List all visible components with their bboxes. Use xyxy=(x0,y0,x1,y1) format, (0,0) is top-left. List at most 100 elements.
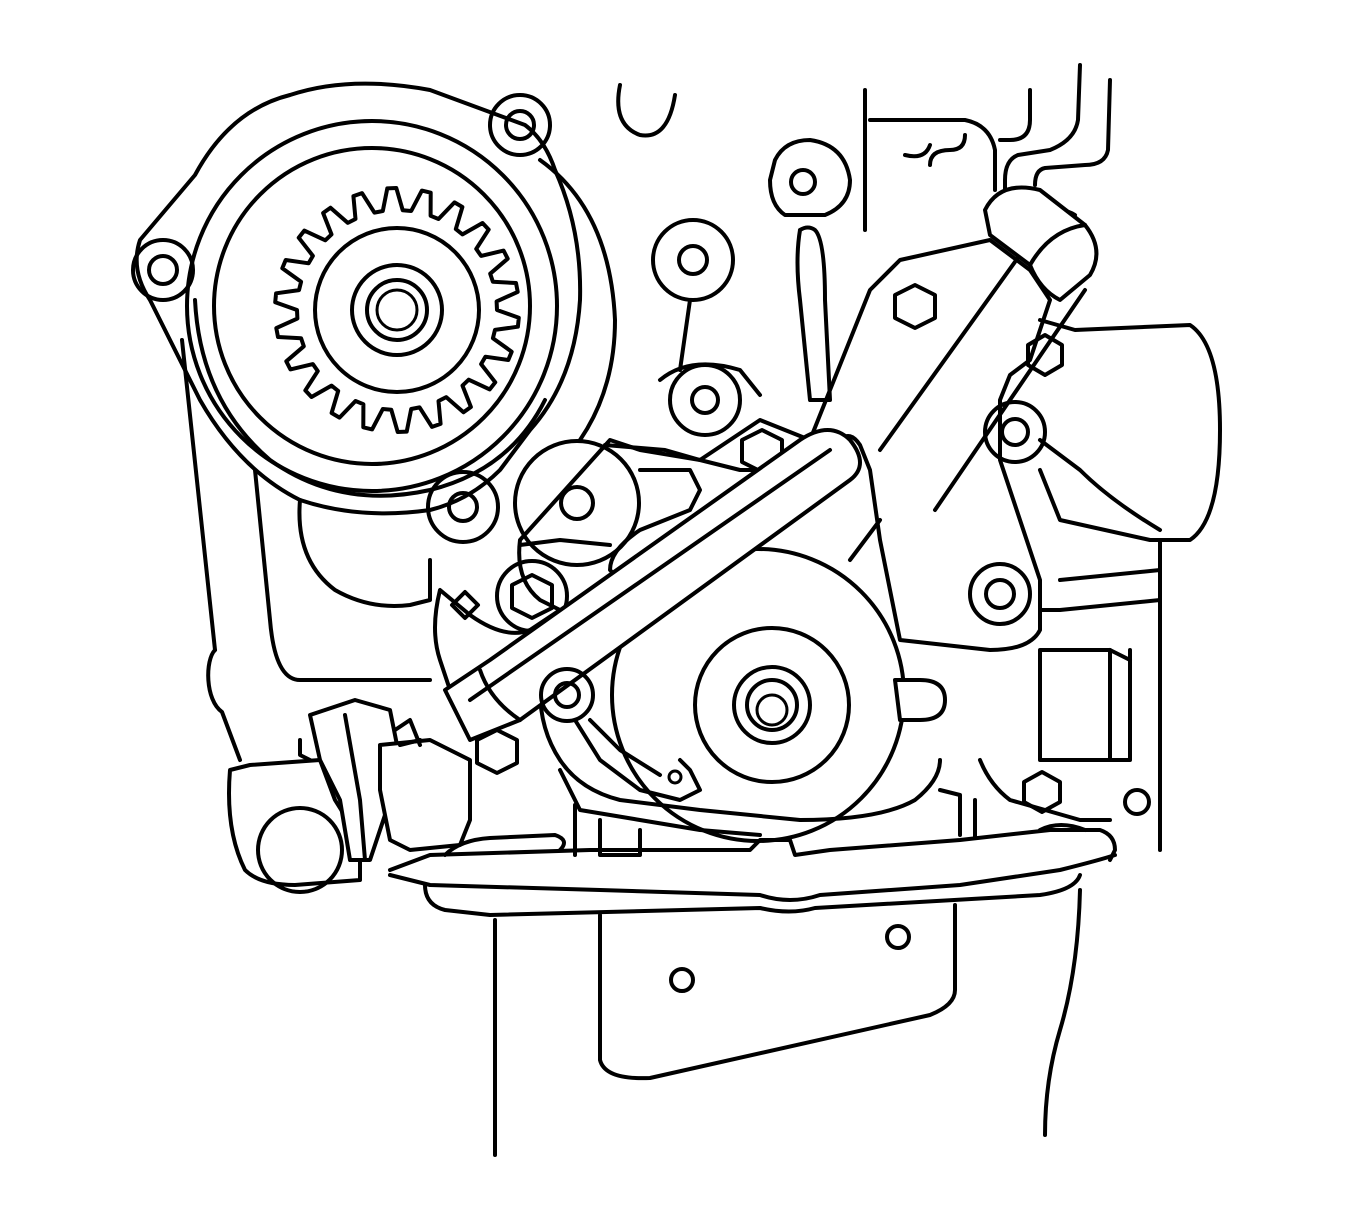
pan-left-stud xyxy=(573,803,642,857)
oil-pump-pickup-tube xyxy=(443,185,1099,742)
oil-pan xyxy=(388,788,1117,1157)
pump-right-step-2 xyxy=(1058,568,1162,582)
pump-right-arm-inner xyxy=(1038,438,1162,532)
linkage-arm xyxy=(573,718,702,802)
boss-right-lower xyxy=(968,562,1032,626)
housing-bolt-top xyxy=(504,109,536,141)
pump-seal-bore xyxy=(745,678,799,732)
bolt-far-right xyxy=(1123,788,1151,816)
sensor-connector xyxy=(378,738,472,852)
pickup-tube-centerline xyxy=(468,448,832,702)
boss-mid xyxy=(668,363,742,437)
block-right-top-edge xyxy=(863,88,997,232)
sensor-bracket-hole xyxy=(256,806,344,894)
boss-upper-middle xyxy=(651,218,735,302)
pan-right-wall xyxy=(1043,888,1082,1137)
bolt-mid xyxy=(690,385,720,415)
pan-flange-top xyxy=(388,828,1117,872)
sprocket-bore-ring xyxy=(350,263,444,357)
pan-plate-hole-right xyxy=(885,924,911,950)
pump-lower-step xyxy=(1038,648,1112,762)
pan-flange-edge xyxy=(423,873,1082,917)
pump-right-arm xyxy=(1038,318,1222,542)
block-inner-left-contour xyxy=(180,338,217,652)
sensor-plate xyxy=(298,738,312,762)
pump-seal-inner xyxy=(732,665,812,745)
hex-bolt-upper xyxy=(893,283,937,330)
housing-bolt-boss-top xyxy=(488,93,552,157)
pump-right-step xyxy=(1038,598,1162,612)
bolt-right-lower xyxy=(984,578,1016,610)
pan-gasket-rail xyxy=(443,833,566,857)
linkage-arm-lower xyxy=(558,768,762,837)
engine-block xyxy=(180,63,1162,852)
housing-inner-ring xyxy=(193,298,547,498)
sensor-body-face xyxy=(343,713,367,862)
block-small-hook xyxy=(903,133,967,167)
hex-bolt-right-top xyxy=(1026,333,1064,377)
pump-seal-outer xyxy=(693,626,851,784)
pan-right-bracket xyxy=(938,788,977,840)
pump-linkage xyxy=(539,667,762,837)
bolt-upper-right xyxy=(789,168,817,196)
pump-lower-right xyxy=(1108,648,1132,762)
idler-pulley-body xyxy=(513,439,641,567)
housing-right-lobe xyxy=(538,158,617,472)
bolt-upper-middle xyxy=(677,244,709,276)
pan-flange-bottom xyxy=(388,853,1117,902)
housing-bolt-boss-left xyxy=(131,238,195,302)
linkage-pivot xyxy=(553,681,581,709)
block-right-rail-2 xyxy=(1033,78,1112,187)
pickup-tube-cap xyxy=(983,185,1099,302)
idler-pulley xyxy=(513,439,641,567)
sensor-wire-lead xyxy=(393,718,422,747)
boss-lower-left xyxy=(426,470,500,544)
hex-bolt-left xyxy=(510,573,554,620)
bolt-lower-left xyxy=(447,491,479,523)
linkage-tip xyxy=(667,769,683,785)
pump-housing-bottom xyxy=(538,688,942,822)
linkage-pivot-boss xyxy=(539,667,595,723)
pickup-tube-joint xyxy=(478,668,522,722)
pickup-tube-cap-line xyxy=(1028,223,1087,267)
pump-lower-right-web xyxy=(978,758,1112,822)
sprocket-teeth xyxy=(273,186,521,434)
block-right-rail-3 xyxy=(998,88,1032,142)
boss-upper-right-outline xyxy=(768,138,852,217)
bolt-bosses xyxy=(426,138,1151,816)
boss-right xyxy=(983,400,1047,464)
pickup-tube-body xyxy=(443,428,862,742)
block-center-tab xyxy=(795,225,832,402)
water-pump-housing xyxy=(131,81,617,516)
block-lower-left-web xyxy=(297,498,432,608)
pump-bracket-web xyxy=(608,468,702,592)
pan-plate-hole-left xyxy=(669,967,695,993)
bolt-right xyxy=(1000,417,1030,447)
housing-rim-circle xyxy=(212,146,532,466)
housing-outline xyxy=(134,81,583,516)
sensor-bracket xyxy=(227,758,362,887)
block-cutout-top xyxy=(616,83,677,138)
pan-baffle-plate xyxy=(598,903,957,1081)
crankshaft-position-sensor xyxy=(227,698,472,894)
sprocket-bore-inner xyxy=(375,288,419,332)
block-left-contour xyxy=(206,648,242,762)
hex-bolt-low-right xyxy=(1022,770,1062,814)
sprocket-bore xyxy=(365,278,429,342)
pump-rotor-cover-notch xyxy=(893,678,947,722)
housing-outer-circle xyxy=(185,119,559,493)
pump-bracket-lower xyxy=(518,538,612,547)
pump-seal-bore-inner xyxy=(755,693,789,727)
hex-bolt-low-left xyxy=(475,728,519,775)
pan-right-lug xyxy=(1038,823,1087,832)
crankshaft-sprocket xyxy=(273,186,521,434)
sprocket-hub-ring xyxy=(313,226,481,394)
idler-pulley-center xyxy=(559,485,595,521)
block-right-rail-1 xyxy=(1003,63,1082,197)
square-nut xyxy=(450,590,480,620)
pickup-tube-slot xyxy=(848,518,882,562)
housing-bolt-left xyxy=(147,254,179,286)
block-lower-left-curve xyxy=(253,468,432,682)
